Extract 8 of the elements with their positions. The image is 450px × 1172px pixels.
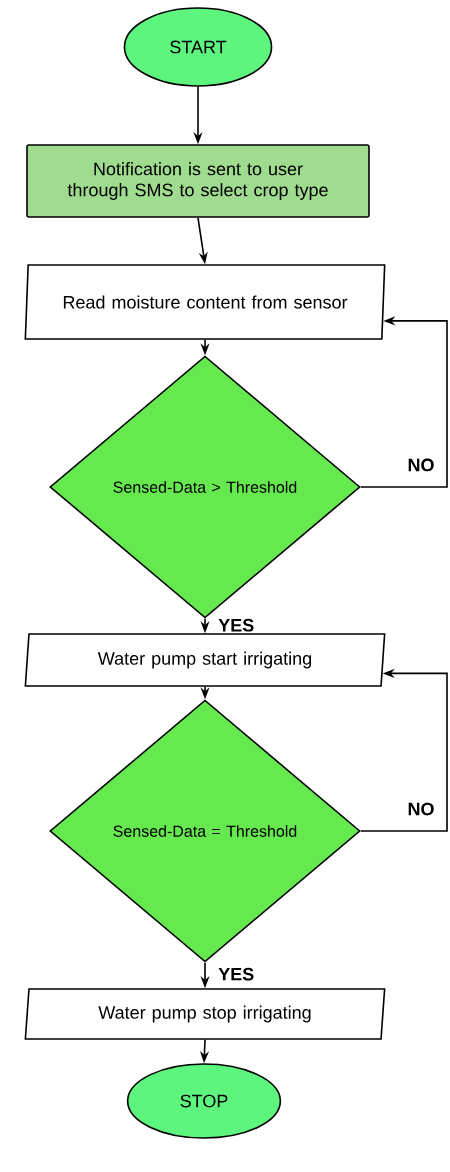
- input-parallelogram: Water pump stop irrigating: [24, 988, 386, 1040]
- process-box: Notification is sent to user through SMS to select crop type: [26, 144, 370, 218]
- input-parallelogram: Read moisture content from sensor: [24, 264, 386, 340]
- edge-label: NO: [406, 801, 436, 817]
- input-parallelogram: Water pump start irrigating: [24, 633, 386, 687]
- edge-label: NO: [406, 457, 436, 473]
- edge-label: YES: [217, 966, 256, 982]
- edge-label: YES: [217, 617, 256, 633]
